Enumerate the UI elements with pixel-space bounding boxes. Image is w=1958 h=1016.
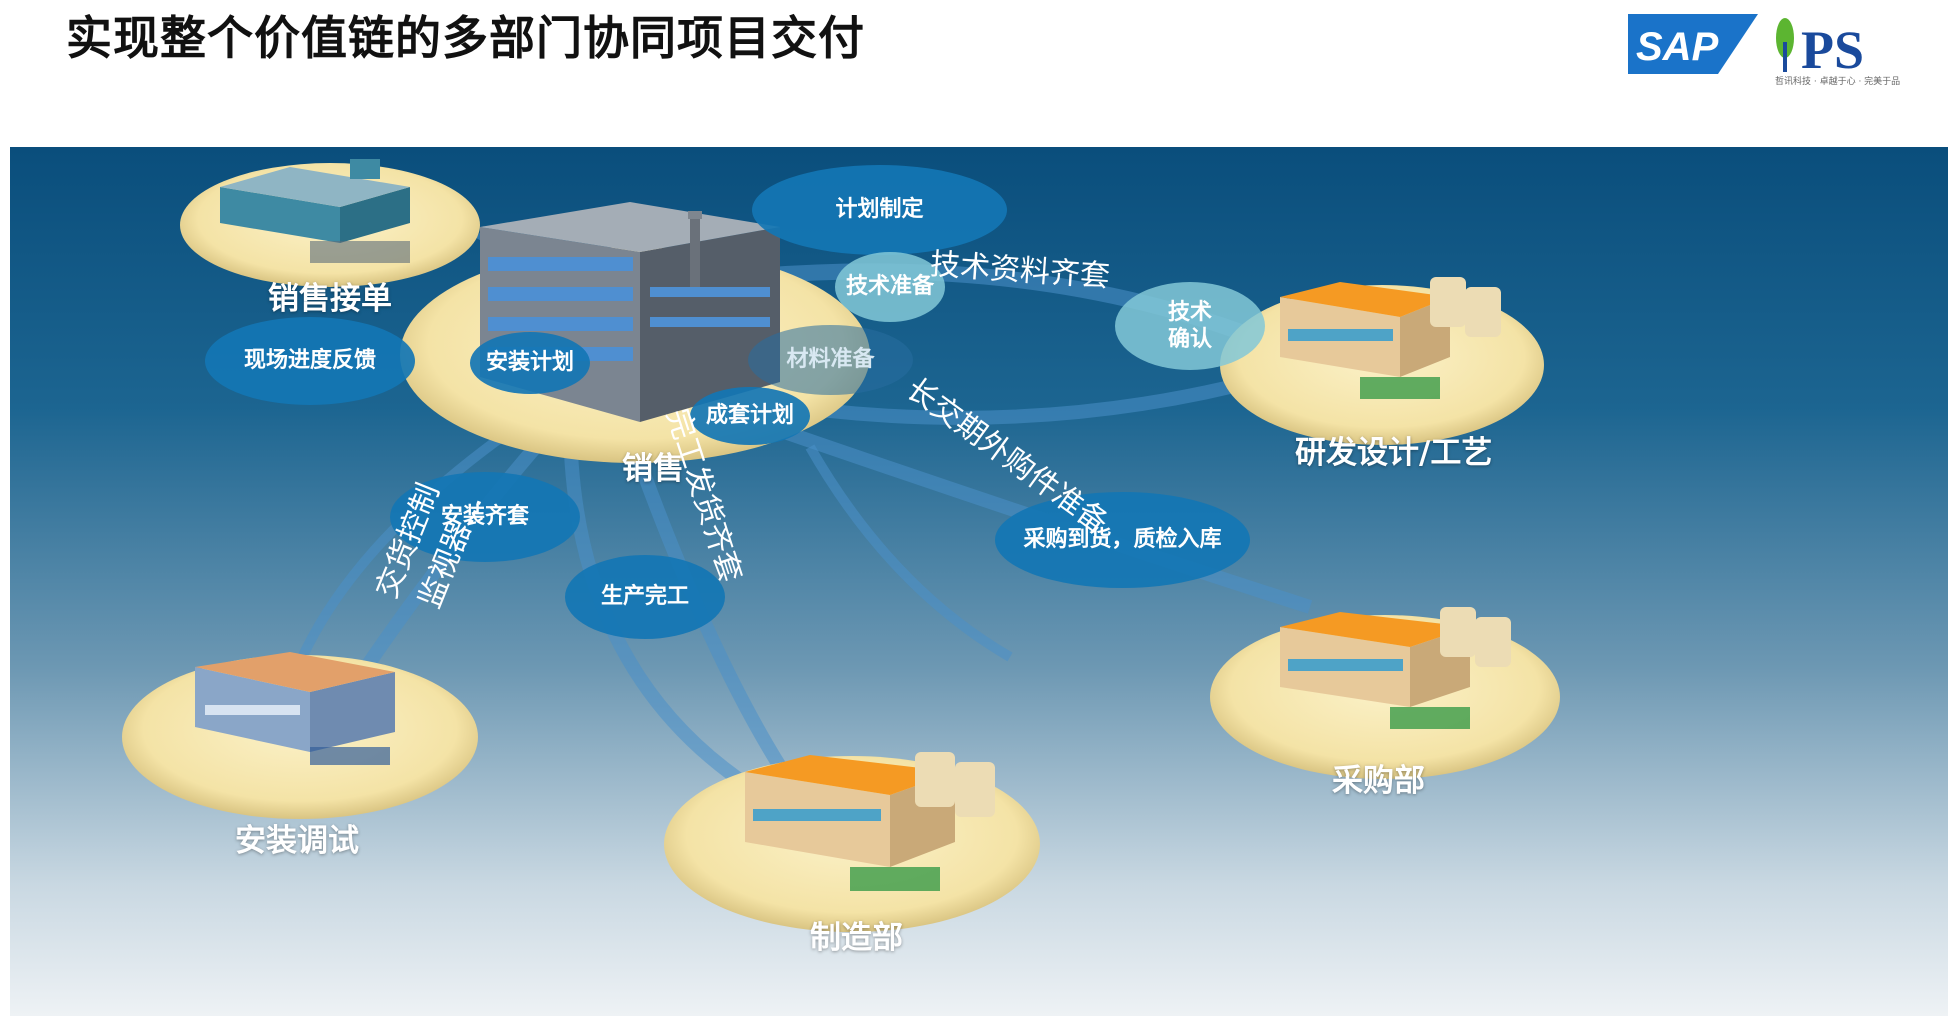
bubble-purchase-arrival: 采购到货，质检入库: [995, 492, 1250, 588]
ps-logo: PS 哲讯科技 · 卓越于心 · 完美于品: [1775, 18, 1900, 87]
ps-logo-text: PS: [1801, 20, 1864, 80]
bubble-site-feedback: 现场进度反馈: [205, 317, 415, 405]
bubble-production-done: 生产完工: [565, 555, 725, 639]
dept-label-manufacturing: 制造部: [810, 920, 903, 956]
bubble-plan: 计划制定: [752, 165, 1007, 255]
bubble-tech-confirm: 技术 确认: [1115, 282, 1265, 370]
installation-building-icon: [195, 652, 395, 765]
sap-logo-text: SAP: [1636, 25, 1719, 69]
purchase-building-icon: [1280, 607, 1511, 729]
sap-logo: SAP: [1628, 14, 1758, 74]
diagram-canvas: 销售接单 销售 研发设计/工艺 采购部 制造部 安装调试 计划制定 技术准备 技…: [10, 147, 1948, 1016]
rd-building-icon: [1280, 277, 1501, 399]
dept-label-installation: 安装调试: [235, 823, 359, 859]
manufacturing-building-icon: [745, 752, 995, 891]
dept-label-purchase: 采购部: [1332, 763, 1425, 799]
bubble-material-prep: 材料准备: [748, 325, 913, 395]
bubble-install-plan: 安装计划: [470, 332, 590, 394]
warehouse-icon: [220, 159, 410, 263]
diagram-graphics: [122, 159, 1560, 932]
ps-slogan: 哲讯科技 · 卓越于心 · 完美于品: [1775, 75, 1900, 87]
dept-label-sales: 销售: [622, 451, 684, 487]
bubble-install-kit: 安装齐套: [390, 472, 580, 562]
leaf-icon: [1776, 18, 1794, 58]
logo-area: SAP PS 哲讯科技 · 卓越于心 · 完美于品: [1628, 14, 1928, 88]
dept-label-sales-order: 销售接单: [268, 281, 392, 317]
bubble-tech-prep: 技术准备: [835, 252, 945, 322]
bubble-kit-plan: 成套计划: [690, 387, 810, 445]
page-title: 实现整个价值链的多部门协同项目交付: [66, 11, 865, 65]
dept-label-rd: 研发设计/工艺: [1295, 435, 1493, 471]
